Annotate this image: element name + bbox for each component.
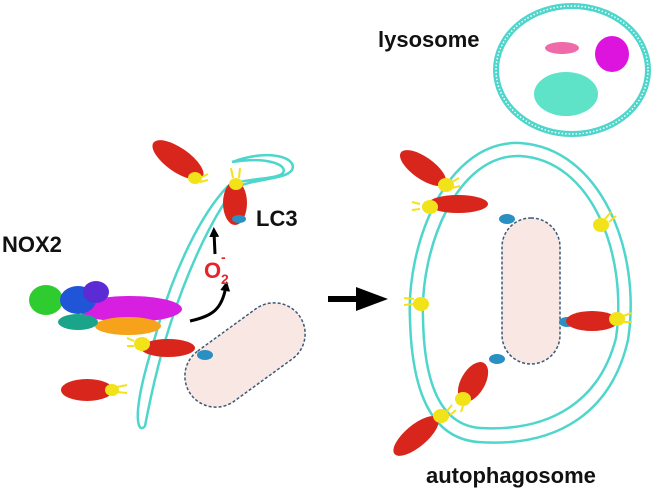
superoxide-label: O 2 -: [204, 249, 229, 287]
lc3-protein: [593, 211, 617, 232]
lc3-label: LC3: [256, 206, 298, 231]
autophagosome-outer-membrane: [408, 141, 632, 444]
nox2-p22-orange: [95, 317, 161, 335]
autophagosome-inner-membrane: [421, 154, 620, 430]
autophagosome-label: autophagosome: [426, 463, 596, 488]
nox2-teal-subunit: [58, 314, 98, 330]
nox2-gp91-magenta: [78, 296, 182, 322]
reaction-arrow: [209, 227, 220, 255]
connector-dot: [489, 354, 505, 364]
lc3-protein: [566, 311, 633, 331]
lc3-protein: [411, 195, 488, 214]
connector-dot: [499, 214, 515, 224]
lysosome-teal-vesicle: [534, 72, 598, 116]
bacterium-left-body: [184, 302, 306, 408]
lc3-protein: [61, 379, 128, 401]
lc3-protein: [152, 140, 209, 184]
superoxide-subscript: 2: [221, 271, 229, 287]
lc3-protein: [393, 404, 457, 456]
lysosome-membrane-texture: [495, 5, 649, 135]
lysosome-label: lysosome: [378, 27, 480, 52]
process-arrow: [328, 287, 388, 311]
reaction-arrow: [189, 281, 231, 323]
lysosome-magenta-vesicle: [595, 36, 629, 72]
lc3-protein: [400, 150, 461, 192]
nox2-purple-subunit: [83, 281, 109, 303]
bacterium-right-body: [501, 217, 561, 365]
autophagosome: [408, 141, 632, 444]
lysosome-pink-vesicle: [545, 42, 579, 54]
lc3-protein: [455, 362, 489, 413]
nox2-complex: [29, 281, 182, 335]
superoxide-superscript: -: [221, 249, 226, 265]
lc3-protein: [126, 337, 213, 360]
lc3-protein: [223, 167, 247, 225]
bacterium-left: [184, 302, 306, 408]
nox2-green-subunit: [29, 285, 63, 315]
lysosome: [493, 3, 651, 137]
lc3-protein: [403, 297, 429, 311]
superoxide-base: O: [204, 258, 221, 283]
nox2-label: NOX2: [2, 232, 62, 257]
